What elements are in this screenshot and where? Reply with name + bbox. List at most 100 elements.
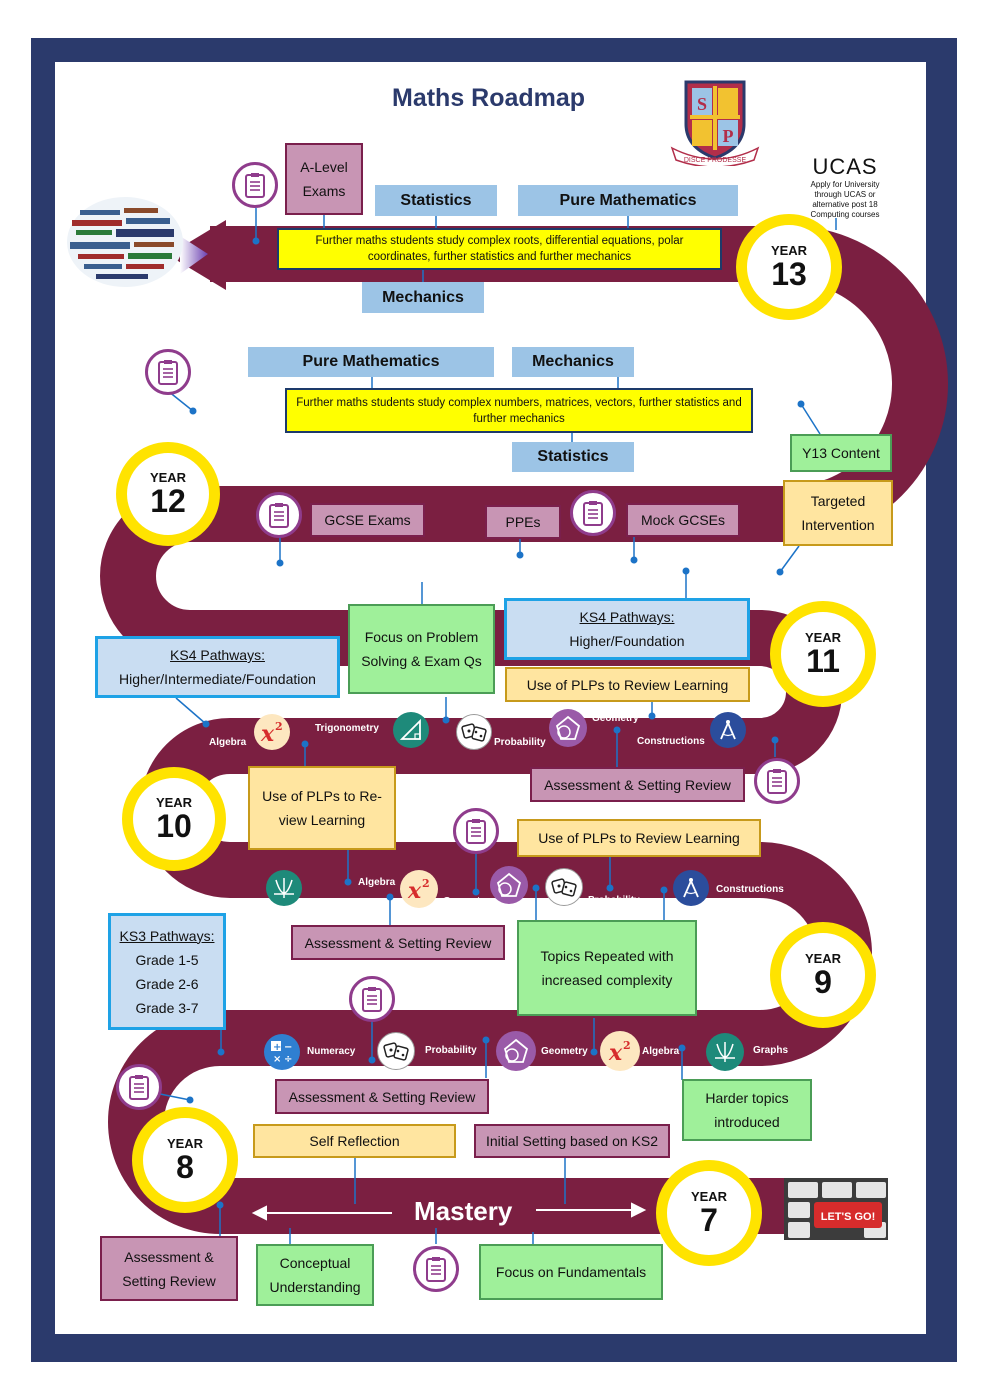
clipboard-icon — [754, 758, 800, 804]
crest-letter-p: P — [723, 126, 734, 146]
ks3-grade-1: Grade 1-5 — [135, 951, 199, 968]
mastery-label: Mastery — [414, 1196, 513, 1226]
careers-word-cloud — [67, 197, 183, 287]
review-all-topics-label: Review all Topics — [505, 568, 617, 583]
probability-dice-icon — [456, 714, 492, 750]
svg-text:×: × — [273, 1054, 281, 1064]
clipboard-icon — [145, 349, 191, 395]
clipboard-icon — [349, 976, 395, 1022]
y12-description-bar: Further maths students study complex num… — [285, 388, 753, 433]
keyboard-lets-go-icon: LET'S GO! — [784, 1178, 888, 1240]
y13-statistics: Statistics — [375, 185, 497, 216]
ucas-text: Apply for University through UCAS or alt… — [810, 180, 880, 219]
constructions-compass-icon — [673, 870, 709, 906]
clipboard-icon — [116, 1064, 162, 1110]
crest-letter-s: S — [697, 94, 707, 114]
year-8-label: YEAR — [166, 1136, 204, 1151]
y8-topic-numeracy: Numeracy — [307, 1046, 356, 1057]
y8-topic-probability: Probability — [425, 1045, 477, 1056]
y10-assessment-setting-review: Assessment & Setting Review — [530, 767, 745, 802]
focus-on-fundamentals: Focus on Fundamentals — [479, 1244, 663, 1300]
ks4-pathways-options-y10: Higher/Intermediate/Foundation — [119, 671, 316, 687]
geometry-shapes-icon — [549, 709, 587, 747]
clipboard-icon — [453, 808, 499, 854]
y9-topic-probability: Probability — [588, 895, 640, 906]
y10-topic-constructions: Constructions — [637, 736, 705, 747]
y12-pure-mathematics: Pure Mathematics — [248, 347, 494, 377]
y13-description-bar: Further maths students study complex roo… — [277, 228, 722, 270]
harder-topics-introduced: Harder topics introduced — [682, 1079, 812, 1141]
year-8-number: 8 — [176, 1149, 194, 1185]
svg-text:÷: ÷ — [284, 1054, 292, 1064]
preparing-for-exams-label: Preparing for Exams — [314, 559, 447, 574]
ks3-pathways: KS3 Pathways: Grade 1-5 Grade 2-6 Grade … — [108, 913, 226, 1030]
y9-use-of-plps: Use of PLPs to Review Learning — [517, 819, 761, 857]
year-9-label: YEAR — [804, 951, 842, 966]
crest-motto: DISCE PRODESSE — [684, 157, 747, 164]
y8-topic-graphs: Graphs — [753, 1045, 789, 1056]
year-10-label: YEAR — [155, 795, 193, 810]
y11-use-of-plps: Use of PLPs to Review Learning — [505, 667, 750, 702]
ks3-pathways-title: KS3 Pathways: — [119, 927, 215, 944]
y10-topic-geometry: Geometry — [592, 713, 639, 724]
clipboard-icon — [232, 162, 278, 208]
ks4-pathways-higher-intermediate-foundation: KS4 Pathways: Higher/Intermediate/Founda… — [95, 636, 340, 698]
y13-pure-mathematics: Pure Mathematics — [518, 185, 738, 216]
year-12-badge: YEAR 12 — [116, 442, 220, 546]
year-11-badge: YEAR 11 — [770, 601, 876, 707]
svg-text:2: 2 — [422, 877, 430, 890]
svg-text:x: x — [260, 721, 275, 747]
svg-text:2: 2 — [623, 1039, 631, 1052]
year-9-badge: YEAR 9 — [770, 922, 876, 1028]
ucas-block: UCAS Apply for University through UCAS o… — [800, 154, 890, 220]
ks4-pathways-title: KS4 Pathways: — [579, 609, 675, 625]
year-13-number: 13 — [771, 256, 807, 292]
keyboard-key-label: LET'S GO! — [821, 1211, 876, 1223]
ppes: PPEs — [485, 505, 561, 539]
probability-dice-icon — [545, 868, 583, 906]
svg-text:x: x — [608, 1040, 623, 1066]
gcse-exams: GCSE Exams — [310, 503, 425, 537]
y10-topic-probability: Probability — [494, 737, 546, 748]
year-9-number: 9 — [814, 964, 832, 1000]
mock-gcses: Mock GCSEs — [626, 503, 740, 537]
year-11-number: 11 — [806, 643, 840, 679]
y10-topic-trigonometry: Trigonometry — [315, 723, 379, 734]
y9-topic-geometry: Geometry — [443, 896, 490, 907]
geometry-shapes-icon — [490, 866, 528, 904]
year-13-badge: YEAR 13 — [736, 214, 842, 320]
geometry-shapes-icon — [496, 1031, 536, 1071]
numeracy-operators-icon: +−×÷ — [264, 1034, 300, 1070]
clipboard-icon — [256, 492, 302, 538]
topics-repeated: Topics Repeated with increased complexit… — [517, 920, 697, 1016]
svg-text:2: 2 — [275, 720, 283, 733]
ks4-pathways-title-y10: KS4 Pathways: — [170, 647, 265, 663]
y13-content: Y13 Content — [790, 434, 892, 472]
probability-dice-icon — [377, 1032, 415, 1070]
ucas-logo: UCAS — [812, 154, 878, 179]
y8-assessment-setting-review: Assessment & Setting Review — [275, 1079, 489, 1114]
y12-statistics: Statistics — [512, 442, 634, 472]
year-10-badge: YEAR 10 — [122, 767, 226, 871]
y12-mechanics: Mechanics — [512, 347, 634, 377]
year-12-number: 12 — [150, 483, 186, 519]
constructions-compass-icon — [710, 712, 746, 748]
y10-use-of-plps: Use of PLPs to Re-view Learning — [248, 766, 396, 850]
year-10-number: 10 — [156, 808, 192, 844]
year-7-label: YEAR — [690, 1189, 728, 1204]
year-12-label: YEAR — [149, 470, 187, 485]
y7-assessment-setting-review: Assessment & Setting Review — [100, 1236, 238, 1301]
conceptual-understanding: Conceptual Understanding — [256, 1244, 374, 1306]
school-crest-icon: S P DISCE PRODESSE — [670, 80, 760, 166]
svg-text:−: − — [284, 1042, 292, 1053]
page-title: Maths Roadmap — [392, 84, 586, 112]
focus-problem-solving: Focus on Problem Solving & Exam Qs — [348, 604, 495, 694]
y8-topic-algebra: Algebra — [642, 1046, 680, 1057]
self-reflection: Self Reflection — [253, 1124, 456, 1158]
road-cone — [180, 236, 208, 274]
svg-text:+: + — [273, 1042, 281, 1053]
clipboard-icon — [413, 1246, 459, 1292]
clipboard-icon — [570, 490, 616, 536]
